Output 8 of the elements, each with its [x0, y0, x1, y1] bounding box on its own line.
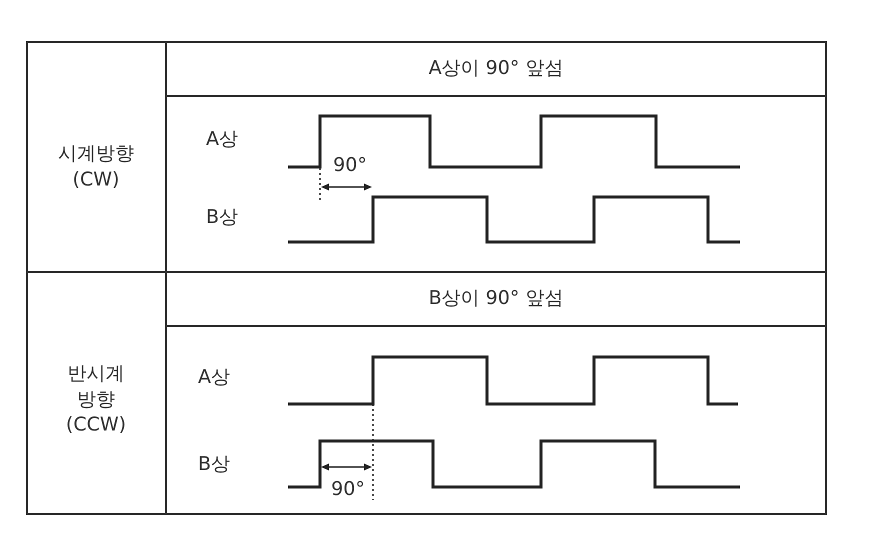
signal-label: B상	[206, 205, 238, 230]
signal-label: A상	[206, 127, 238, 152]
row-header: 시계방향 (CW)	[57, 141, 135, 192]
column-header: A상이 90° 앞섬	[428, 56, 564, 82]
row-header: 반시계 방향 (CCW)	[64, 362, 128, 438]
signal-label: B상	[198, 452, 230, 478]
column-header: B상이 90° 앞섬	[428, 286, 564, 312]
signal-label: A상	[198, 365, 230, 390]
